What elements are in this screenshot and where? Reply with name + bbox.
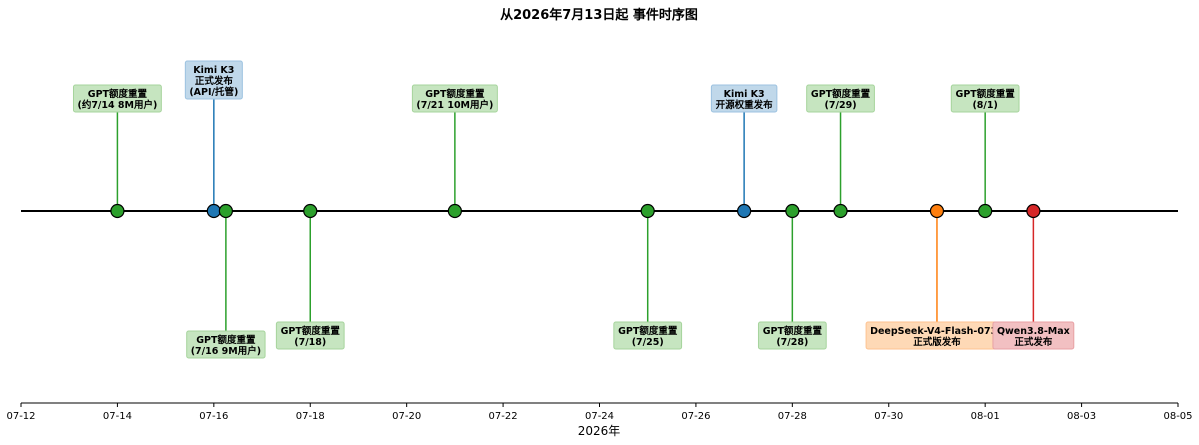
x-axis: 07-12 07-14 07-16 07-18 07-20 07-22 07-24 07-26… — [6, 402, 1193, 422]
x-tick-label: 07-18 — [296, 411, 325, 422]
event-label: GPT额度重置(7/16 9M用户) — [186, 330, 266, 359]
event-label: GPT额度重置(7/21 10M用户) — [411, 84, 498, 113]
event-label-box — [806, 84, 875, 113]
event-label-text: GPT额度重置(7/21 10M用户) — [416, 88, 493, 111]
event-marker — [978, 203, 993, 219]
event-stems — [116, 99, 1035, 331]
event-label-text: GPT额度重置(7/18) — [281, 325, 341, 348]
x-tick-label: 07-14 — [103, 411, 132, 422]
event-label-box — [950, 84, 1020, 113]
x-tick-label: 07-28 — [778, 411, 807, 422]
x-tick-label: 07-24 — [585, 411, 614, 422]
event-label: GPT额度重置(7/25) — [613, 321, 683, 350]
x-tick-label: 07-26 — [681, 411, 710, 422]
event-label-box — [992, 321, 1075, 350]
event-label-box — [757, 321, 827, 350]
event-marker — [785, 203, 800, 219]
event-marker — [206, 203, 221, 219]
event-label-text: GPT额度重置(7/28) — [763, 325, 823, 348]
x-axis-label: 2026年 — [578, 424, 621, 438]
event-label-text: GPT额度重置(约7/14 8M用户) — [77, 88, 157, 111]
event-label-text: GPT额度重置(8/1) — [956, 88, 1016, 111]
event-marker — [737, 203, 752, 219]
event-label-box — [184, 60, 243, 100]
event-marker — [110, 203, 125, 219]
chart-title: 从2026年7月13日起 事件时序图 — [500, 7, 698, 23]
event-label-text: GPT额度重置(7/25) — [618, 325, 678, 348]
event-label-box — [72, 84, 162, 113]
event-label: GPT额度重置(7/18) — [275, 321, 345, 350]
event-marker — [833, 203, 848, 219]
x-tick-label: 07-30 — [874, 411, 903, 422]
event-marker — [303, 203, 318, 219]
event-label-box — [275, 321, 345, 350]
x-tick-label: 08-01 — [971, 411, 1000, 422]
event-markers — [110, 203, 1041, 219]
event-label-box — [613, 321, 683, 350]
x-tick-label: 07-16 — [199, 411, 228, 422]
event-label: GPT额度重置(8/1) — [950, 84, 1020, 113]
x-tick-label: 07-22 — [489, 411, 518, 422]
event-marker — [1026, 203, 1041, 219]
event-label-box — [186, 330, 266, 359]
event-label-box — [411, 84, 498, 113]
event-label: GPT额度重置(7/29) — [806, 84, 875, 113]
event-label: GPT额度重置(约7/14 8M用户) — [72, 84, 162, 113]
event-marker — [218, 203, 233, 219]
x-tick-label: 07-12 — [6, 411, 35, 422]
event-label-text: GPT额度重置(7/16 9M用户) — [191, 334, 261, 357]
event-marker — [447, 203, 462, 219]
event-marker — [640, 203, 655, 219]
event-label-text: GPT额度重置(7/29) — [811, 88, 871, 111]
event-label: GPT额度重置(7/28) — [757, 321, 827, 350]
event-marker — [929, 203, 945, 219]
event-label-box — [710, 84, 778, 113]
x-tick-label: 08-03 — [1067, 411, 1096, 422]
x-tick-label: 08-05 — [1163, 411, 1192, 422]
x-tick-label: 07-20 — [392, 411, 421, 422]
